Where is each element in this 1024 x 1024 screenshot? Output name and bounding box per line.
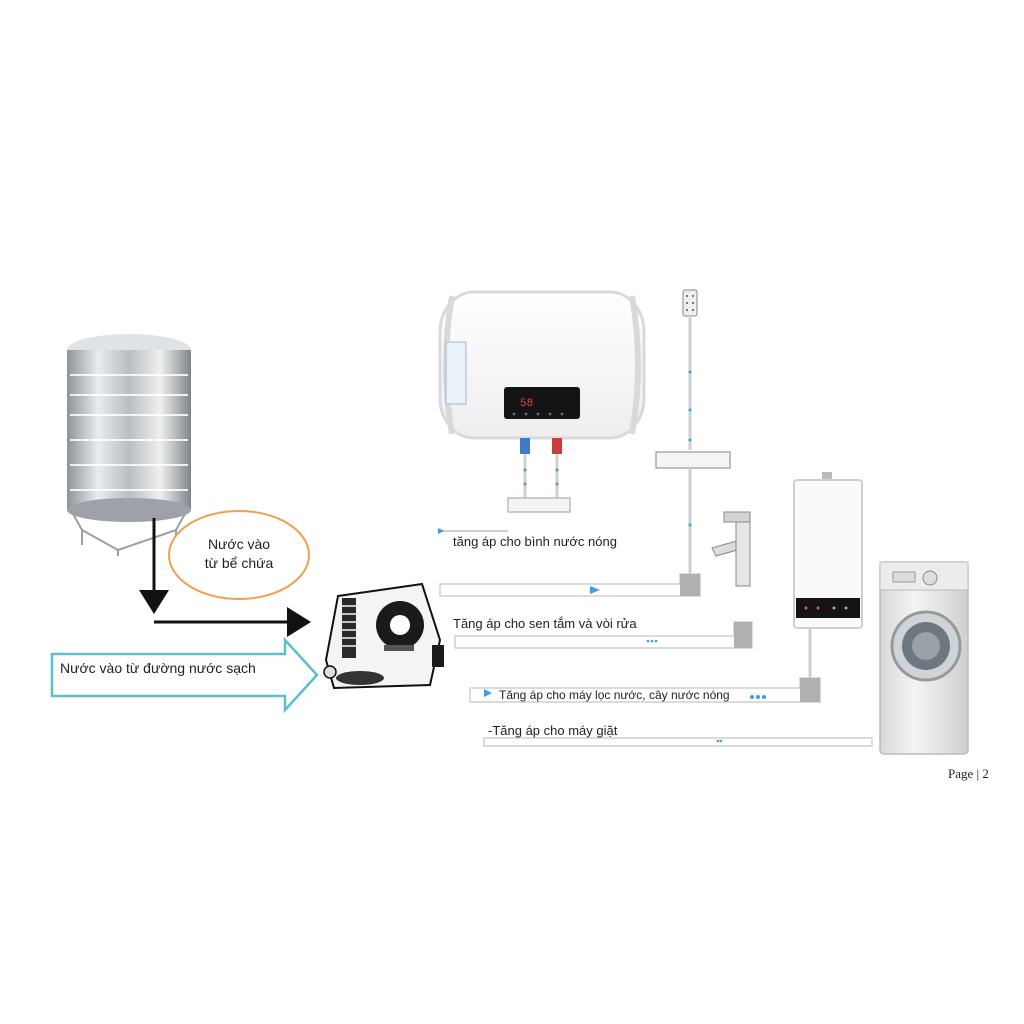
- output-label-shower: Tăng áp cho sen tắm và vòi rửa: [453, 616, 637, 631]
- faucet: [711, 511, 751, 587]
- tank-label-line2: từ bể chứa: [204, 555, 274, 571]
- inlet-label: Nước vào từ đường nước sạch: [60, 660, 256, 676]
- washing-machine: [879, 561, 969, 755]
- page-number: Page | 2: [948, 766, 989, 781]
- pipe-elbows: [680, 574, 820, 702]
- output-label-heater: tăng áp cho bình nước nóng: [453, 534, 617, 549]
- flow-indicators: [484, 586, 766, 743]
- heater-plumbing: [440, 454, 571, 532]
- booster-pump: [323, 582, 444, 690]
- heater-display-text: 58: [520, 398, 533, 410]
- water-tank: [67, 334, 191, 556]
- shower-set: [655, 289, 731, 580]
- tank-feed-line: [139, 518, 311, 637]
- tank-label: Nước vào từ bể chứa: [170, 512, 308, 596]
- tank-label-bubble: [168, 510, 310, 600]
- output-label-washer: -Tăng áp cho máy giặt: [488, 723, 618, 738]
- distribution-pipes: [439, 573, 873, 747]
- gas-heater: [793, 472, 863, 680]
- output-label-filter: Tăng áp cho máy lọc nước, cây nước nóng: [499, 688, 730, 702]
- tank-label-line1: Nước vào: [207, 536, 271, 552]
- inlet-arrow: [50, 636, 319, 714]
- water-heater: 58: [438, 290, 646, 454]
